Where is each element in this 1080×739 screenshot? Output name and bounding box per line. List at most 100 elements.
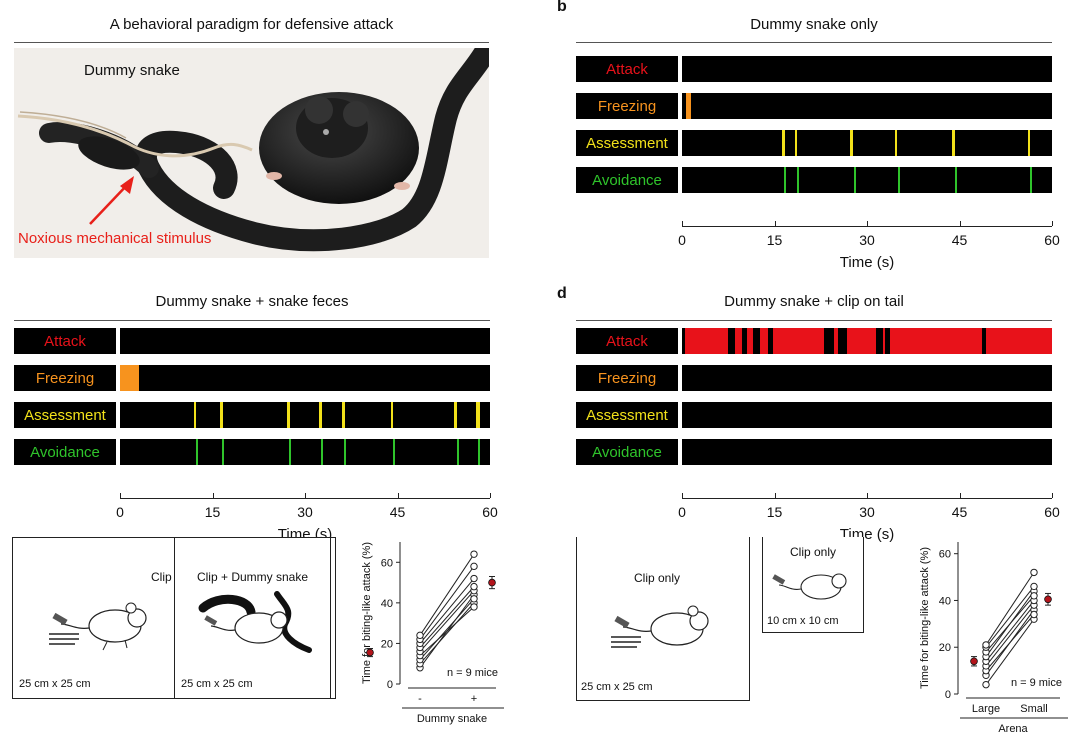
raster-row-label-avoidance: Avoidance bbox=[14, 439, 116, 465]
mean-point bbox=[1044, 595, 1052, 604]
raster-track-freezing bbox=[682, 93, 1052, 119]
raster-row-label-attack: Attack bbox=[576, 56, 678, 82]
y-axis-title: Time for biting-like attack (%) bbox=[361, 542, 373, 684]
time-axis-tick bbox=[1052, 221, 1053, 226]
arena-size: 25 cm x 25 cm bbox=[181, 678, 253, 690]
time-axis-title: Time (s) bbox=[839, 254, 895, 271]
time-axis-line bbox=[682, 226, 1052, 227]
event-mark-assessment bbox=[286, 402, 290, 428]
paired-line bbox=[985, 618, 1035, 685]
event-mark-avoidance bbox=[288, 439, 291, 465]
data-point bbox=[470, 595, 478, 603]
event-mark-attack bbox=[847, 328, 877, 354]
panel-d-rule bbox=[576, 320, 1052, 321]
raster-track-avoidance bbox=[120, 439, 490, 465]
event-mark-avoidance bbox=[854, 167, 857, 193]
raster-row-label-assessment: Assessment bbox=[576, 130, 678, 156]
paired-line bbox=[419, 590, 475, 652]
y-tick-label: 20 bbox=[939, 642, 951, 654]
raster-track-assessment bbox=[682, 402, 1052, 428]
time-axis-tick bbox=[397, 493, 399, 498]
panel-a-rule bbox=[14, 42, 489, 43]
time-axis-line bbox=[682, 498, 1052, 499]
x-category-label: Large bbox=[972, 703, 1000, 715]
arena-box-small-right: Clip only 10 cm x 10 cm bbox=[762, 537, 864, 633]
time-axis-tick-label: 30 bbox=[859, 504, 875, 520]
y-tick-label: 20 bbox=[381, 638, 393, 650]
event-mark-attack bbox=[759, 328, 768, 354]
time-axis-tick-label: 45 bbox=[951, 232, 968, 248]
raster-track-attack bbox=[682, 56, 1052, 82]
y-tick-label: 60 bbox=[939, 549, 951, 561]
mouse-with-snake-icon bbox=[198, 591, 312, 653]
raster-row-label-freezing: Freezing bbox=[576, 365, 678, 391]
raster-row-label-assessment: Assessment bbox=[576, 402, 678, 428]
x-category-label: - bbox=[418, 693, 422, 705]
time-axis-tick-label: 0 bbox=[678, 504, 686, 520]
event-mark-freezing bbox=[120, 365, 139, 391]
data-point bbox=[470, 562, 478, 571]
time-axis-tick-label: 15 bbox=[766, 504, 783, 520]
y-tick-label: 40 bbox=[939, 595, 951, 607]
y-axis-title: Time for biting-like attack (%) bbox=[919, 547, 931, 689]
paired-line bbox=[985, 604, 1035, 667]
dummy-snake-label: Dummy snake bbox=[84, 62, 180, 79]
event-mark-avoidance bbox=[195, 439, 198, 465]
data-point bbox=[470, 603, 478, 611]
event-mark-assessment bbox=[454, 402, 458, 428]
panel-b-rule bbox=[576, 42, 1052, 43]
time-axis-tick bbox=[682, 493, 683, 498]
data-point bbox=[1030, 568, 1038, 577]
paired-line bbox=[419, 586, 475, 648]
n-annotation: n = 9 mice bbox=[1011, 677, 1062, 689]
noxious-stimulus-label: Noxious mechanical stimulus bbox=[18, 230, 212, 247]
paired-line bbox=[419, 553, 475, 636]
event-mark-attack bbox=[703, 328, 728, 354]
event-mark-attack bbox=[746, 328, 753, 354]
time-axis-tick-label: 30 bbox=[859, 232, 875, 248]
snake-mouse-photo: Dummy snake Noxious mechanical stimulus bbox=[14, 48, 489, 258]
panel-b-title: Dummy snake only bbox=[750, 16, 878, 33]
event-mark-assessment bbox=[781, 130, 785, 156]
paired-line bbox=[419, 566, 475, 640]
arena-size: 10 cm x 10 cm bbox=[767, 615, 839, 627]
panel-c-rule bbox=[14, 320, 490, 321]
raster-row-label-attack: Attack bbox=[14, 328, 116, 354]
data-point bbox=[1030, 582, 1038, 591]
time-axis-tick-label: 15 bbox=[766, 232, 783, 248]
event-mark-avoidance bbox=[456, 439, 459, 465]
event-mark-freezing bbox=[685, 93, 691, 119]
n-annotation: n = 9 mice bbox=[447, 667, 498, 679]
y-tick-label: 40 bbox=[381, 598, 393, 610]
data-point bbox=[1030, 592, 1038, 600]
raster-row-label-avoidance: Avoidance bbox=[576, 167, 678, 193]
time-axis-tick bbox=[867, 221, 868, 226]
raster-row-label-assessment: Assessment bbox=[14, 402, 116, 428]
event-mark-avoidance bbox=[321, 439, 324, 465]
time-axis-tick bbox=[867, 493, 868, 498]
mouse-with-clip-small-icon bbox=[772, 573, 847, 600]
paired-line bbox=[985, 614, 1035, 671]
panel-c-title: Dummy snake + snake feces bbox=[155, 293, 349, 310]
paired-line bbox=[419, 602, 475, 665]
arena-caption: Clip only bbox=[789, 545, 837, 559]
time-axis-tick bbox=[959, 221, 961, 226]
y-tick-label: 60 bbox=[381, 557, 393, 569]
raster-track-freezing bbox=[682, 365, 1052, 391]
arena-caption: Clip + Dummy snake bbox=[196, 570, 309, 584]
raster-track-avoidance bbox=[682, 439, 1052, 465]
data-point bbox=[470, 550, 478, 558]
time-axis-tick-label: 30 bbox=[297, 504, 313, 520]
data-point bbox=[982, 680, 990, 689]
data-point bbox=[1030, 610, 1038, 619]
raster-track-attack bbox=[120, 328, 490, 354]
data-point bbox=[982, 641, 990, 649]
event-mark-assessment bbox=[1027, 130, 1030, 156]
time-axis-tick bbox=[305, 493, 306, 498]
y-tick-label: 0 bbox=[387, 679, 393, 691]
event-mark-attack bbox=[889, 328, 982, 354]
arena-caption: Clip only bbox=[633, 571, 681, 585]
event-mark-avoidance bbox=[784, 167, 787, 193]
time-axis-tick bbox=[490, 493, 491, 498]
